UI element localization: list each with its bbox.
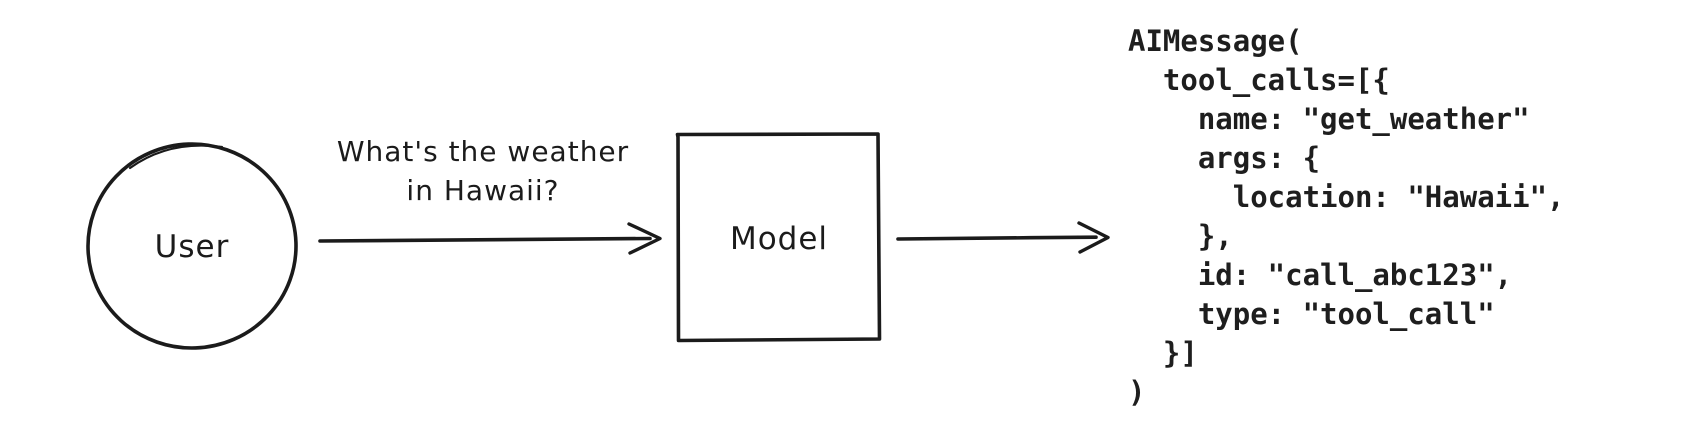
code-line-type: type: "tool_call" xyxy=(1128,297,1495,331)
code-line-args-close: }, xyxy=(1128,219,1233,253)
code-line-name: name: "get_weather" xyxy=(1128,102,1530,136)
model-node-label: Model xyxy=(729,221,829,257)
code-line-args-open: args: { xyxy=(1128,141,1321,175)
model-box-shape xyxy=(675,132,882,343)
code-line-list-close: }] xyxy=(1128,336,1198,370)
code-line-tool-calls: tool_calls=[{ xyxy=(1128,63,1390,97)
code-line-location: location: "Hawaii", xyxy=(1128,180,1565,214)
request-arrow-label: What's the weather in Hawaii? xyxy=(337,132,629,210)
user-node-label: User xyxy=(154,229,230,265)
request-arrow-label-line1: What's the weather xyxy=(336,135,630,168)
code-line-id: id: "call_abc123", xyxy=(1128,258,1513,292)
user-circle-shape xyxy=(86,142,298,350)
arrow-model-to-output xyxy=(896,221,1110,254)
request-arrow-label-line2: in Hawaii? xyxy=(406,174,560,207)
aimessage-code-block: AIMessage( tool_calls=[{ name: "get_weat… xyxy=(1128,22,1565,412)
code-line-aimessage-close: ) xyxy=(1128,375,1146,409)
arrow-user-to-model xyxy=(318,222,662,255)
code-line-aimessage-open: AIMessage( xyxy=(1128,24,1303,58)
